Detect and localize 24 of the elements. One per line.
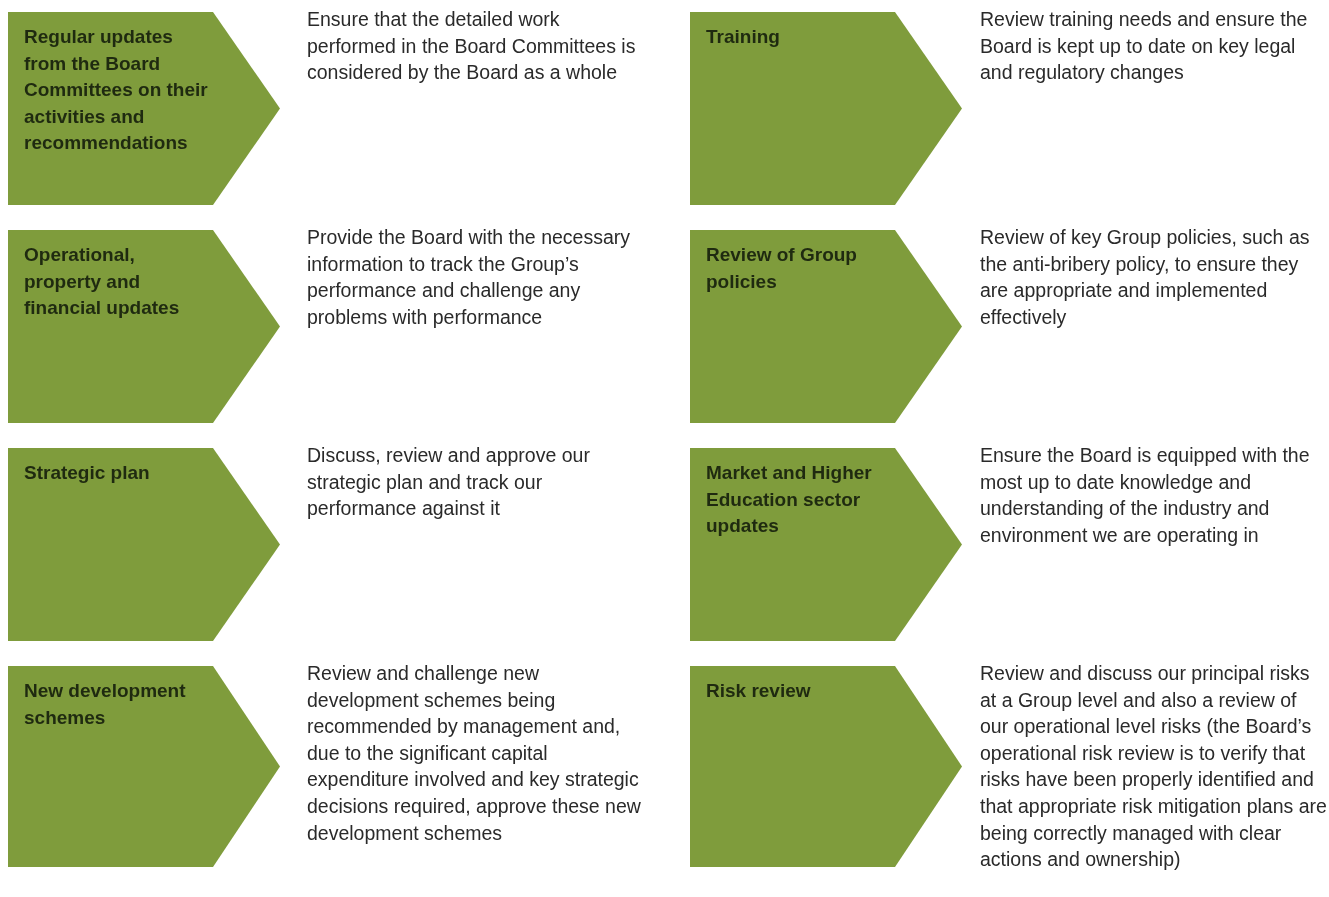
chevron-heading: Operational, property and financial updates [24, 243, 181, 321]
chevron-heading: New development schemes [24, 679, 187, 730]
description-text: Provide the Board with the necessary information to track the Group’s performance and challenge any problems with performance [307, 225, 631, 330]
description-text: Review training needs and ensure the Board is kept up to date on key legal and regulatory changes [980, 7, 1309, 86]
chevron-panel [8, 448, 280, 641]
chevron-panel [690, 448, 962, 641]
chevron-heading: Review of Group policies [706, 243, 858, 294]
description-text: Review and challenge new development schemes being recommended by management and, due to the significant capital expenditure involved and key strategic decisions required, approve these new development schemes [307, 661, 642, 846]
chevron-panel [690, 12, 962, 205]
chevron-panel [8, 666, 280, 867]
chevron-heading: Risk review [706, 679, 812, 703]
description-text: Review and discuss our principal risks at a Group level and also a review of our operational level risks (the Board’s operational risk review is to verify that risks have been properly identified and that appropriate risk mitigation plans are being correctly managed with clear actions and ownership) [980, 661, 1327, 873]
description-text: Ensure that the detailed work performed in the Board Committees is considered by the Board as a whole [307, 7, 637, 86]
description-text: Review of key Group policies, such as the anti-bribery policy, to ensure they are appropriate and implemented effectively [980, 225, 1311, 330]
chevron-panel [690, 230, 962, 423]
chevron-heading: Strategic plan [24, 461, 151, 485]
chevron-panel [8, 12, 280, 205]
chevron-heading: Regular updates from the Board Committees on their activities and recommendations [24, 25, 209, 156]
chevron-panel [690, 666, 962, 867]
chevron-heading: Training [706, 25, 781, 49]
chevron-heading: Market and Higher Education sector updates [706, 461, 873, 539]
description-text: Discuss, review and approve our strategic plan and track our performance against it [307, 443, 591, 522]
chevron-panel [8, 230, 280, 423]
description-text: Ensure the Board is equipped with the most up to date knowledge and understanding of the industry and environment we are operating in [980, 443, 1311, 548]
